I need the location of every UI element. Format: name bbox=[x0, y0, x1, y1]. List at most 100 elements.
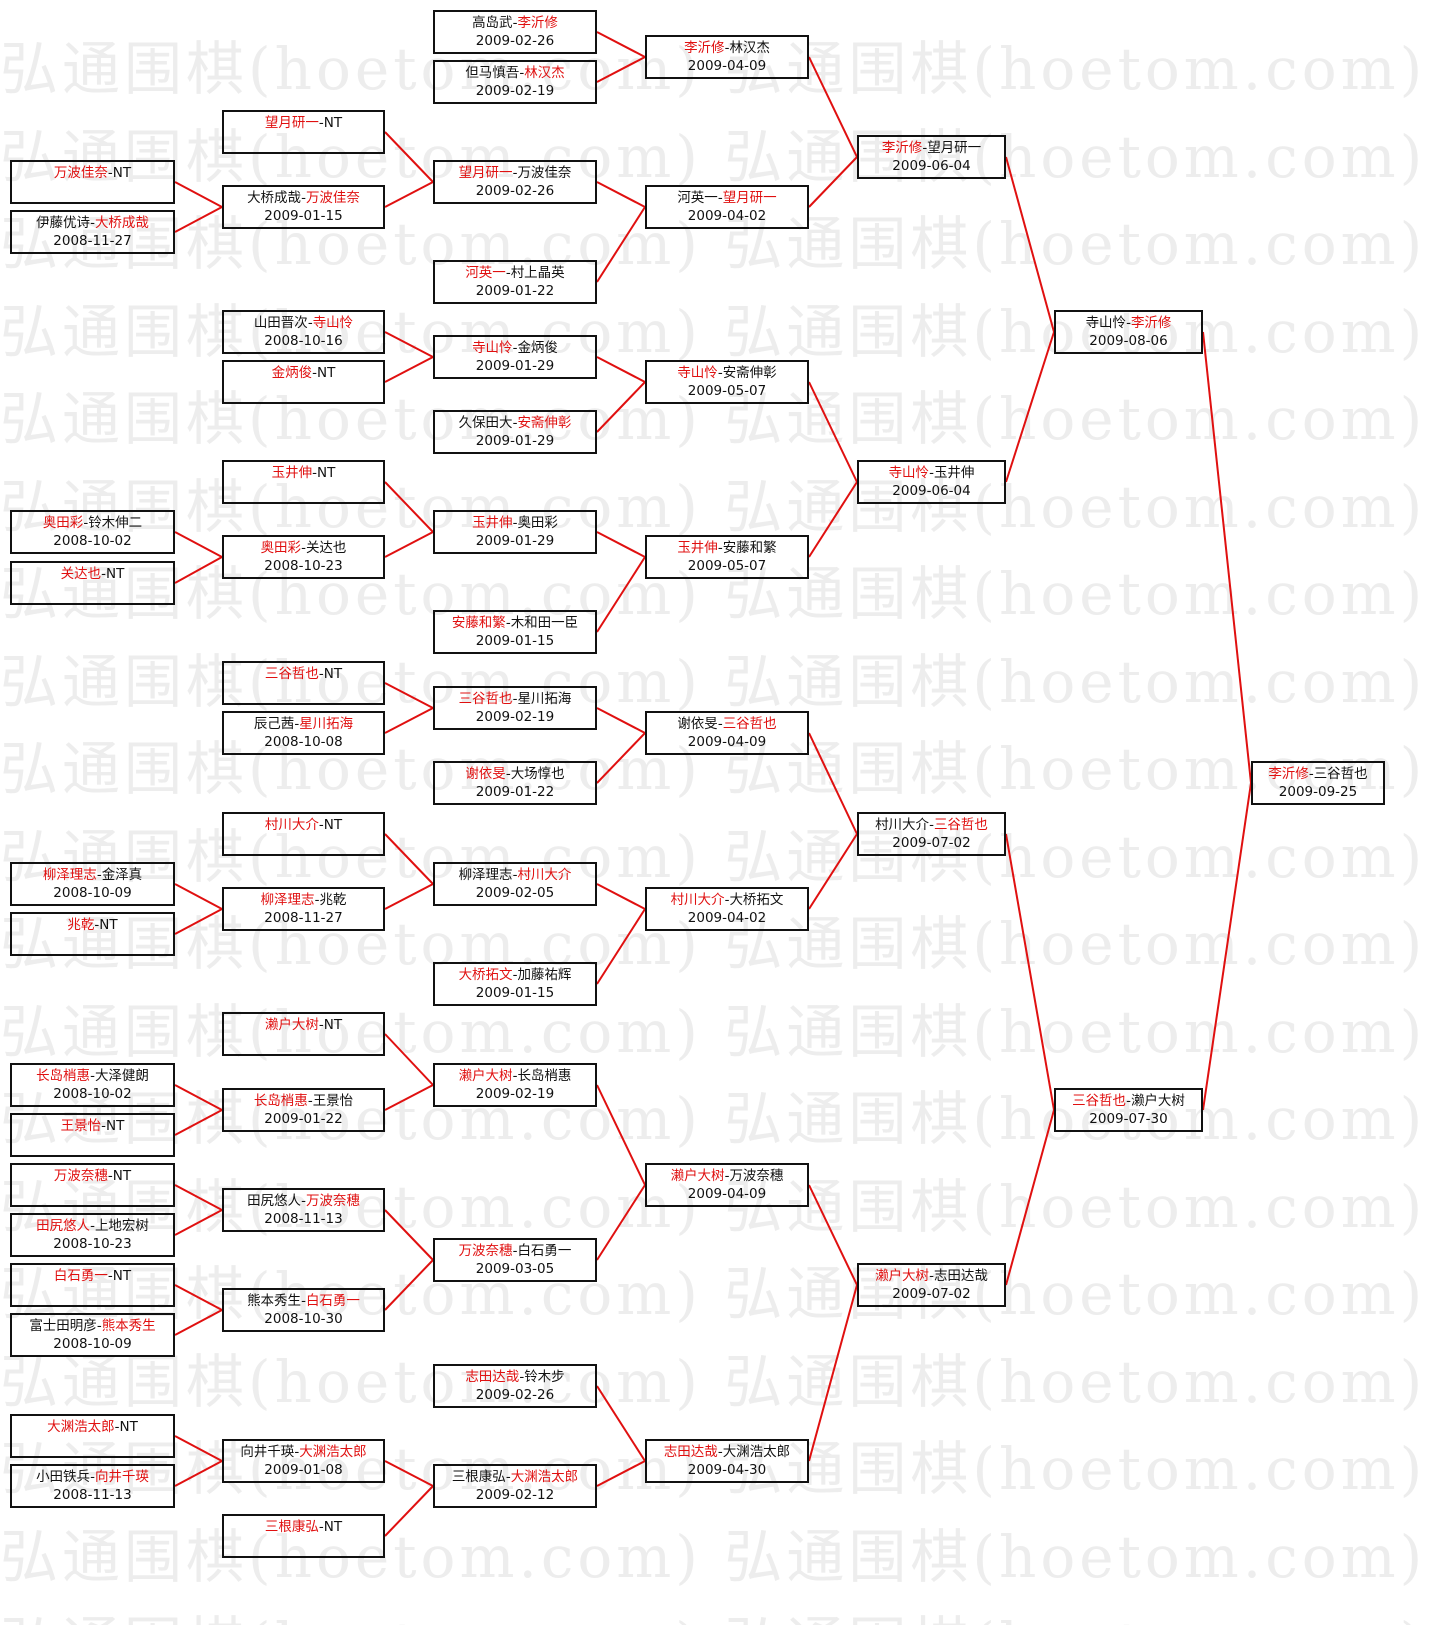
match-date: 2009-01-22 bbox=[475, 283, 555, 299]
winner-name: 李沂修 bbox=[1130, 315, 1172, 331]
bracket-connector-line bbox=[808, 481, 858, 558]
match-players: 志田达哉-铃木步 bbox=[435, 1368, 595, 1386]
match-players: 奥田彩-铃木伸二 bbox=[12, 514, 173, 532]
match-box: 玉井伸-NT bbox=[222, 460, 385, 504]
match-box: 三根康弘-NT bbox=[222, 1514, 385, 1558]
watermark-text: 弘通围棋(hoetom.com) 弘通围棋(hoetom.com) 弘通围棋(h… bbox=[0, 35, 1446, 103]
match-date: 2009-09-25 bbox=[1278, 784, 1358, 800]
match-date: 2009-02-26 bbox=[475, 33, 555, 49]
winner-name: 望月研一 bbox=[264, 115, 319, 131]
player-name: NT bbox=[112, 1268, 132, 1284]
match-date: 2009-07-30 bbox=[1089, 1111, 1168, 1127]
match-players: 久保田大-安斋伸彰 bbox=[435, 414, 595, 432]
match-date: 2008-10-02 bbox=[53, 533, 132, 549]
match-players: 奥田彩-关达也 bbox=[224, 539, 383, 557]
match-players: 玉井伸-安藤和繁 bbox=[647, 539, 807, 557]
separator: - bbox=[1126, 315, 1131, 331]
player-name: NT bbox=[112, 165, 132, 181]
player-name: 久保田大 bbox=[458, 415, 513, 431]
separator: - bbox=[318, 817, 324, 833]
match-date: 2009-02-19 bbox=[475, 1086, 555, 1102]
player-name: 望月研一 bbox=[927, 140, 982, 156]
match-date: 2008-11-13 bbox=[264, 1211, 343, 1227]
match-date: 2009-02-26 bbox=[475, 1387, 555, 1403]
separator: - bbox=[717, 540, 723, 556]
winner-name: 奥田彩 bbox=[42, 515, 84, 531]
player-name: 星川拓海 bbox=[517, 691, 572, 707]
winner-name: 星川拓海 bbox=[299, 716, 354, 732]
separator: - bbox=[512, 165, 518, 181]
bracket-connector-line bbox=[1005, 833, 1055, 1111]
separator: - bbox=[301, 540, 306, 556]
winner-name: 安藤和繁 bbox=[451, 615, 506, 631]
watermark-text: 弘通围棋(hoetom.com) 弘通围棋(hoetom.com) 弘通围棋(h… bbox=[0, 1435, 1446, 1503]
bracket-connector-line bbox=[174, 181, 223, 208]
winner-name: 濑户大树 bbox=[264, 1017, 319, 1033]
player-name: 河英一 bbox=[677, 190, 718, 206]
match-date: 2008-11-27 bbox=[264, 910, 343, 926]
bracket-connector-line bbox=[384, 1033, 434, 1086]
match-players: 村川大介-NT bbox=[224, 816, 383, 834]
player-name: 玉井伸 bbox=[933, 465, 975, 481]
match-players: 志田达哉-大渊浩太郎 bbox=[647, 1443, 807, 1461]
watermark-text: 弘通围棋(hoetom.com) 弘通围棋(hoetom.com) 弘通围棋(h… bbox=[0, 822, 1446, 891]
winner-name: 万波奈穗 bbox=[305, 1193, 360, 1209]
player-name: NT bbox=[323, 817, 343, 833]
match-date: 2009-01-29 bbox=[475, 433, 555, 449]
match-date: 2009-01-22 bbox=[475, 784, 555, 800]
bracket-connector-line bbox=[384, 181, 434, 208]
watermark-text: 弘通围棋(hoetom.com) 弘通围棋(hoetom.com) 弘通围棋(h… bbox=[0, 1347, 1446, 1416]
match-box: 王景怡-NT bbox=[10, 1113, 175, 1157]
watermark-text: 弘通围棋(hoetom.com) 弘通围棋(hoetom.com) 弘通围棋(h… bbox=[0, 735, 1446, 803]
winner-name: 关达也 bbox=[60, 566, 102, 582]
separator: - bbox=[512, 867, 518, 883]
match-box: 村川大介-NT bbox=[222, 812, 385, 856]
separator: - bbox=[929, 465, 934, 481]
match-players: 三谷哲也-濑户大树 bbox=[1056, 1092, 1201, 1110]
match-players: 大桥成哉-万波佳奈 bbox=[224, 189, 383, 207]
winner-name: 白石勇一 bbox=[53, 1268, 108, 1284]
match-players: 谢依旻-大场惇也 bbox=[435, 765, 595, 783]
match-players: 柳泽理志-金泽真 bbox=[12, 866, 173, 884]
player-name: NT bbox=[323, 1017, 343, 1033]
bracket-connector-line bbox=[1005, 1109, 1055, 1286]
watermark-text: 弘通围棋(hoetom.com) 弘通围棋(hoetom.com) 弘通围棋(h… bbox=[0, 1260, 1446, 1328]
match-date: 2009-05-07 bbox=[687, 383, 767, 399]
separator: - bbox=[512, 967, 518, 983]
bracket-connector-line bbox=[384, 833, 434, 885]
player-name: 金泽真 bbox=[101, 867, 143, 883]
match-date: 2008-10-02 bbox=[53, 1086, 132, 1102]
match-players: 但马慎吾-林汉杰 bbox=[435, 64, 595, 82]
winner-name: 李沂修 bbox=[881, 140, 923, 156]
winner-name: 志田达哉 bbox=[663, 1444, 718, 1460]
winner-name: 兆乾 bbox=[67, 917, 95, 933]
separator: - bbox=[505, 766, 511, 782]
separator: - bbox=[107, 1268, 113, 1284]
match-players: 万波奈穗-NT bbox=[12, 1167, 173, 1185]
match-date: 2009-01-08 bbox=[264, 1462, 343, 1478]
match-players: 田尻悠人-万波奈穗 bbox=[224, 1192, 383, 1210]
player-name: 富士田明彦 bbox=[29, 1318, 97, 1334]
winner-name: 村川大介 bbox=[670, 892, 725, 908]
bracket-connector-line bbox=[174, 883, 223, 910]
winner-name: 王景怡 bbox=[60, 1118, 102, 1134]
separator: - bbox=[724, 40, 730, 56]
bracket-connector-line bbox=[1005, 331, 1055, 483]
winner-name: 李沂修 bbox=[684, 40, 725, 56]
bracket-connector-line bbox=[596, 381, 646, 433]
match-players: 田尻悠人-上地宏树 bbox=[12, 1217, 173, 1235]
bracket-connector-line bbox=[808, 833, 858, 910]
match-players: 寺山怜-金炳俊 bbox=[435, 339, 595, 357]
